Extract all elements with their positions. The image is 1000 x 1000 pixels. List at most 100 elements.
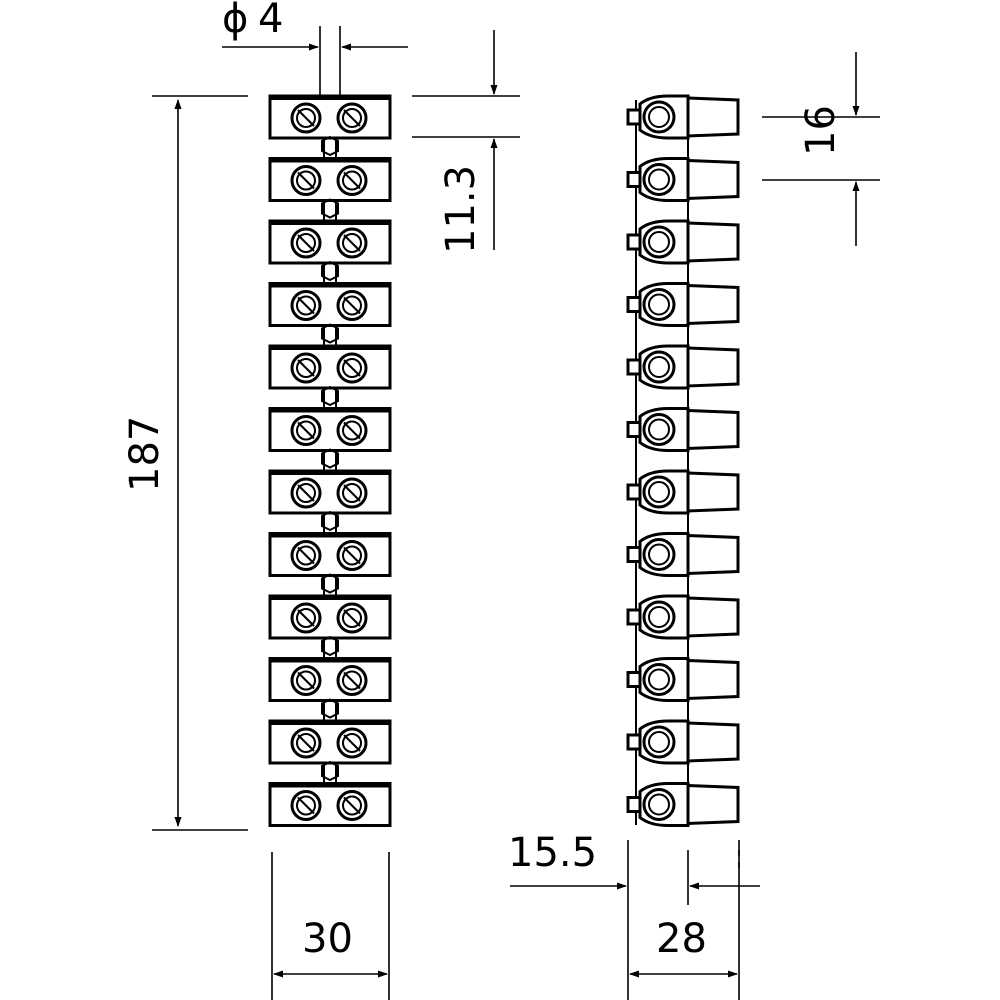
pole-body: [268, 719, 392, 765]
screw-ring: [296, 545, 316, 566]
screw-slot: [297, 171, 315, 190]
pole-edge: [270, 721, 390, 725]
side-tab: [626, 421, 642, 438]
screw-slot: [297, 421, 315, 440]
wire-entry: [686, 783, 740, 826]
screw-ring: [342, 233, 362, 253]
screw-ring: [342, 795, 362, 816]
side-pole: [626, 532, 740, 577]
wire-entry: [686, 658, 740, 701]
offset-value: 11.3: [438, 165, 484, 254]
side-tab: [626, 296, 642, 313]
wire-entry: [686, 346, 740, 388]
screw-ring: [296, 170, 316, 191]
screw-ring: [342, 170, 362, 191]
screw-slot: [297, 484, 315, 502]
side-hole-inner: [648, 731, 670, 753]
pole-web: [321, 198, 339, 219]
pole-edge: [270, 158, 390, 163]
screw-slot: [297, 609, 315, 627]
side-tab: [626, 483, 642, 501]
side-pole: [626, 219, 740, 265]
front-pole: [268, 594, 392, 658]
pole-edge: [270, 346, 390, 350]
pitch-dimension: 16: [762, 52, 880, 246]
pole-edge: [270, 533, 390, 538]
depth-dimension: 28: [627, 840, 740, 1000]
side-tab: [626, 671, 642, 688]
screw-ring: [296, 795, 316, 816]
diameter-symbol: ϕ: [222, 0, 248, 42]
pole-edge: [270, 658, 390, 663]
front-pole: [268, 407, 392, 471]
screw-ring: [296, 420, 316, 441]
hole-offset-dimension: 15.5: [508, 830, 760, 905]
side-pole: [626, 344, 740, 390]
pole-edge: [270, 596, 390, 600]
front-pole: [268, 532, 392, 596]
side-hole-inner: [648, 106, 670, 128]
screw-ring: [342, 420, 362, 441]
side-tab: [626, 358, 642, 376]
side-pole: [626, 407, 740, 452]
wire-entry: [686, 471, 740, 513]
screw-offset-dimension: 11.3: [412, 30, 520, 254]
pole-web: [321, 260, 339, 282]
side-tab: [626, 108, 642, 126]
front-pole: [268, 469, 392, 533]
side-pole: [626, 157, 740, 202]
side-pole: [626, 594, 740, 640]
pole-edge: [270, 96, 390, 100]
screw-slot: [343, 609, 361, 627]
pole-edge: [270, 471, 390, 475]
wire-entry: [686, 596, 740, 638]
front-pole: [268, 657, 392, 721]
pole-web: [321, 635, 339, 657]
side-tab: [626, 733, 642, 751]
wire-entry: [686, 533, 740, 576]
screw-ring: [342, 608, 362, 628]
pitch-value: 16: [798, 105, 844, 156]
side-pole: [626, 469, 740, 515]
front-pole: [268, 719, 392, 783]
pole-edge: [270, 221, 390, 225]
pole-web: [321, 510, 339, 532]
side-pole: [626, 282, 740, 327]
side-pole: [626, 94, 740, 140]
screw-diameter-dimension: ϕ 4: [222, 0, 408, 95]
pole-body: [268, 594, 392, 640]
pole-web: [321, 760, 339, 782]
pole-web: [321, 448, 339, 469]
side-hole-inner: [648, 543, 670, 566]
screw-slot: [297, 234, 315, 252]
pole-body: [268, 782, 392, 827]
side-tab: [626, 796, 642, 813]
side-hole-inner: [648, 606, 670, 628]
pole-web: [321, 573, 339, 594]
side-view: [626, 94, 740, 827]
screw-slot: [297, 359, 315, 377]
screw-slot: [343, 296, 361, 315]
pole-body: [268, 219, 392, 265]
wire-entry: [686, 96, 740, 138]
side-hole-inner: [648, 356, 670, 378]
side-hole-inner: [648, 793, 670, 816]
front-pole: [268, 344, 392, 408]
pole-body: [268, 407, 392, 452]
screw-ring: [342, 733, 362, 753]
front-pole: [268, 219, 392, 283]
screw-slot: [297, 546, 315, 565]
wire-entry: [686, 408, 740, 451]
screw-slot: [343, 359, 361, 377]
screw-ring: [342, 358, 362, 378]
depth-value: 28: [656, 916, 707, 962]
pole-edge: [270, 283, 390, 288]
pole-web: [321, 698, 339, 719]
hole-offset-value: 15.5: [508, 830, 597, 876]
side-dimensions: 16 28 15.5: [508, 52, 880, 1000]
screw-slot: [343, 796, 361, 815]
screw-slot: [297, 796, 315, 815]
side-hole-inner: [648, 481, 670, 503]
screw-ring: [342, 670, 362, 691]
front-view: [268, 94, 392, 827]
